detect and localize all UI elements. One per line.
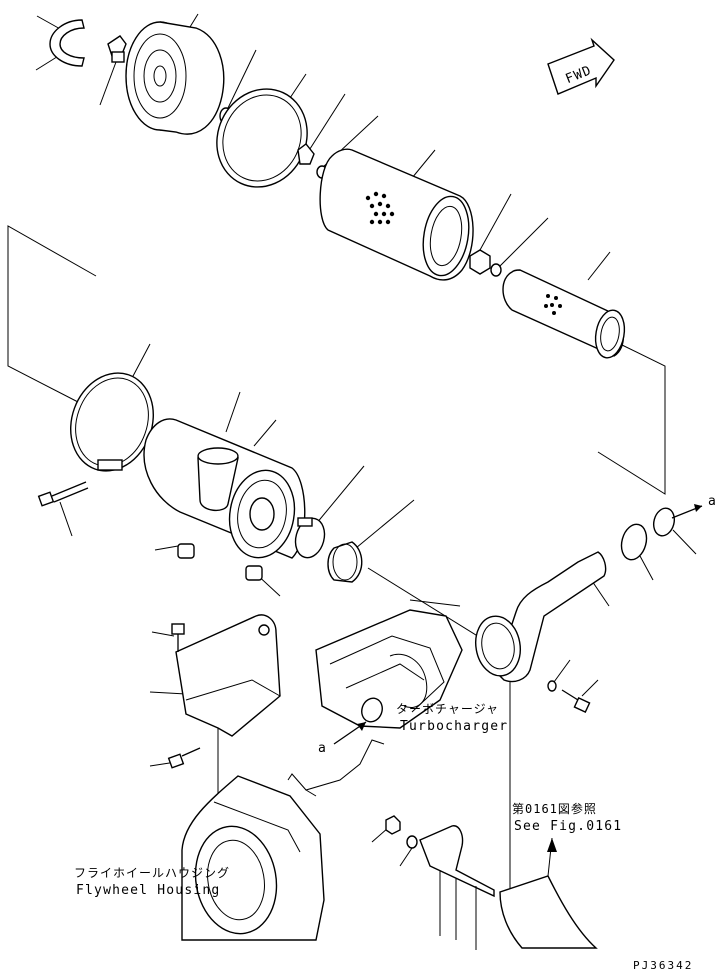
mounting-band: [70, 372, 154, 472]
dust-valve: [177, 543, 195, 559]
duct-hose: [499, 837, 598, 949]
bracket-bolt-side: [167, 747, 201, 769]
see-fig-label-jp: 第0161図参照: [512, 801, 597, 816]
see-fig-label-en: See Fig.0161: [514, 819, 622, 834]
wire-harness: [287, 739, 385, 797]
ref-arrow-left: [333, 721, 367, 745]
turbocharger: [315, 599, 463, 729]
snap-ring: [49, 19, 85, 67]
fwd-arrow: FWD: [547, 37, 615, 95]
bolt-right: [561, 689, 591, 713]
service-indicator: [245, 565, 263, 581]
outer-filter-element: [319, 148, 474, 281]
perforation-pattern: [365, 191, 395, 225]
clamp-right: [652, 507, 676, 537]
air-cleaner-body: [143, 418, 306, 559]
intake-pipe: [475, 551, 607, 683]
band-bolt: [37, 481, 89, 507]
ref-a-right-label: a: [708, 494, 717, 509]
leader-lines: [7, 13, 697, 890]
hose-right: [620, 523, 648, 561]
air-cleaner-cover: [125, 21, 225, 135]
washer-right: [547, 680, 557, 692]
bracket-bolt-top: [171, 623, 185, 652]
inner-filter-element: [502, 269, 626, 359]
turbocharger-label-jp: ターボチャージャ: [396, 702, 499, 716]
nut-bottom: [385, 815, 401, 835]
wing-nut: [107, 35, 127, 63]
turbocharger-label-en: Turbocharger: [400, 719, 508, 734]
support-bracket: [419, 825, 495, 950]
flywheel-label-jp: フライホイールハウジング: [74, 866, 230, 880]
ref-a-left-label: a: [318, 741, 327, 756]
inner-perforation-pattern: [544, 294, 562, 315]
mounting-bracket: [175, 614, 281, 737]
flywheel-housing: [181, 775, 325, 941]
drawing-code: PJ36342: [633, 959, 693, 972]
hex-nut: [469, 249, 502, 277]
ref-arrow-right: [671, 504, 703, 519]
washer-bottom: [406, 835, 418, 849]
flywheel-label-en: Flywheel Housing: [76, 883, 220, 898]
hose-clamp: [294, 517, 326, 559]
rubber-hose: [327, 541, 363, 583]
